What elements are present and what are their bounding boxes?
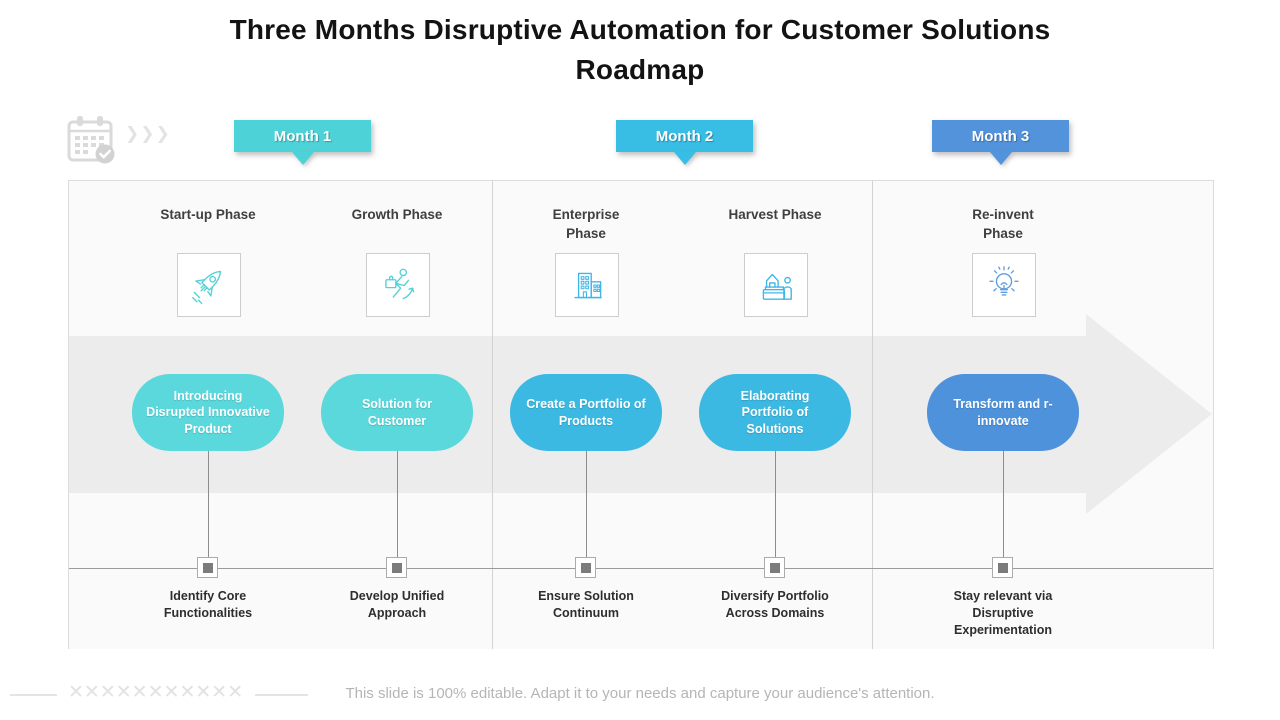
milestone-marker <box>764 557 785 578</box>
month-1-badge: Month 1 <box>234 120 371 165</box>
connector-line <box>1003 451 1004 568</box>
phase-column-reinvent: Re-invent Phase Transform and r-innovate… <box>927 180 1079 648</box>
activity-bubble: Elaborating Portfolio of Solutions <box>699 374 851 451</box>
divider-line-month1-month2 <box>492 181 493 649</box>
marker-dot <box>997 562 1008 573</box>
footer-note: This slide is 100% editable. Adapt it to… <box>345 685 935 702</box>
milestone-marker <box>575 557 596 578</box>
lightbulb-icon <box>972 253 1036 317</box>
month-2-label: Month 2 <box>655 127 714 145</box>
connector-line <box>775 451 776 568</box>
month-1-pointer <box>291 152 314 165</box>
milestone-label: Ensure Solution Continuum <box>538 589 634 620</box>
running-businessman-icon <box>366 253 430 317</box>
activity-bubble: Transform and r-innovate <box>927 374 1079 451</box>
milestone-label: Diversify Portfolio Across Domains <box>721 589 829 620</box>
month-3-badge: Month 3 <box>932 120 1069 165</box>
footer-divider-line <box>10 694 57 696</box>
milestone-label: Develop Unified Approach <box>349 589 445 620</box>
x-marks-decoration: ✕✕✕✕✕✕✕✕✕✕✕ <box>68 682 244 703</box>
milestone-marker <box>386 557 407 578</box>
activity-bubble: Introducing Disrupted Innovative Product <box>132 374 284 451</box>
connector-line <box>208 451 209 568</box>
timeline <box>69 568 1213 569</box>
arrow-head-icon <box>1086 314 1212 514</box>
phase-name: Harvest Phase <box>728 207 822 222</box>
phase-name: Start-up Phase <box>160 207 256 222</box>
activity-bubble: Solution for Customer <box>321 374 473 451</box>
month-1-label: Month 1 <box>273 127 332 145</box>
connector-line <box>586 451 587 568</box>
phase-column-growth: Growth Phase Solution for Customer Devel… <box>321 180 473 648</box>
footer-divider-line <box>255 694 308 696</box>
marker-dot <box>580 562 591 573</box>
month-3-pointer <box>989 152 1012 165</box>
phase-column-harvest: Harvest Phase Elaborating Portfolio of S… <box>699 180 851 648</box>
phase-column-enterprise: Enterprise Phase Create a Portfolio of P… <box>510 180 662 648</box>
rocket-icon <box>177 253 241 317</box>
milestone-label: Stay relevant via Disruptive Experimenta… <box>953 589 1053 637</box>
office-building-icon <box>555 253 619 317</box>
milestone-marker <box>992 557 1013 578</box>
phase-name: Enterprise Phase <box>552 207 620 241</box>
connector-line <box>397 451 398 568</box>
milestone-label: Identify Core Functionalities <box>163 589 253 620</box>
phase-column-startup: Start-up Phase Introducing Disrupted Inn… <box>132 180 284 648</box>
market-stall-icon <box>744 253 808 317</box>
milestone-marker <box>197 557 218 578</box>
slide-title: Three Months Disruptive Automation for C… <box>229 14 1051 85</box>
month-2-pointer <box>673 152 696 165</box>
phase-name: Growth Phase <box>351 207 443 222</box>
marker-dot <box>391 562 402 573</box>
phase-name: Re-invent Phase <box>972 207 1034 241</box>
chevrons-icon: ❯❯❯ <box>125 124 171 143</box>
marker-dot <box>769 562 780 573</box>
marker-dot <box>202 562 213 573</box>
month-2-badge: Month 2 <box>616 120 753 165</box>
activity-bubble: Create a Portfolio of Products <box>510 374 662 451</box>
divider-line-month2-month3 <box>872 181 873 649</box>
calendar-check-icon <box>64 112 120 168</box>
month-3-label: Month 3 <box>971 127 1030 145</box>
